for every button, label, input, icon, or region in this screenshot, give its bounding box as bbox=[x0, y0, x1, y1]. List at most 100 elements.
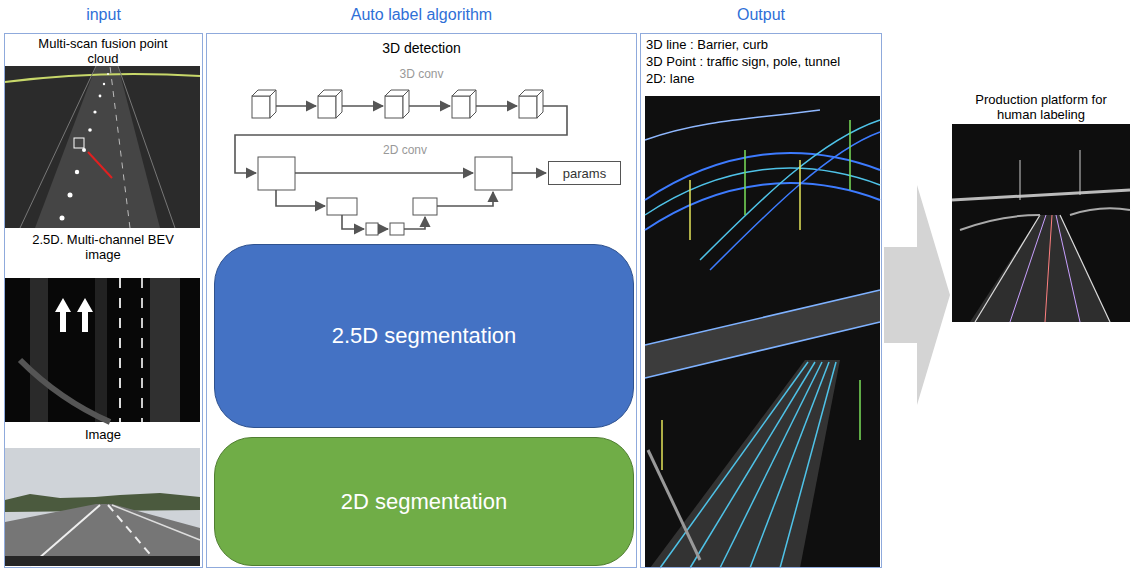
conv-arrows bbox=[476, 105, 517, 107]
conv-2d-diagram bbox=[327, 198, 357, 215]
label-holder: 2D conv bbox=[360, 143, 450, 157]
conv-2d-diagram bbox=[413, 198, 437, 215]
layer-label: 3D conv bbox=[206, 67, 637, 81]
conv-2d-diagram bbox=[475, 157, 512, 190]
point-cloud-image bbox=[5, 74, 200, 82]
bev-image bbox=[20, 360, 110, 422]
output-map-image bbox=[780, 362, 836, 568]
block-arrow bbox=[884, 185, 950, 405]
production-image bbox=[1060, 215, 1110, 322]
production-image bbox=[1010, 215, 1046, 322]
output-panel: Output 3D line : Barrier, curb3D Point : … bbox=[640, 0, 882, 569]
conv-arrows bbox=[295, 172, 473, 174]
bev-image bbox=[55, 298, 71, 332]
bev-image bbox=[77, 298, 93, 332]
output-map-image bbox=[645, 290, 880, 378]
production-image bbox=[960, 215, 1040, 230]
point-cloud-image bbox=[5, 66, 200, 228]
camera-image bbox=[5, 448, 200, 566]
point-cloud-image bbox=[88, 152, 112, 178]
conv-arrows bbox=[342, 215, 364, 229]
output-map-image bbox=[645, 183, 880, 230]
output-map-image bbox=[645, 110, 820, 140]
node-text: 2D segmentation bbox=[341, 489, 507, 515]
output-map-image bbox=[720, 362, 822, 568]
panel-border bbox=[4, 33, 203, 568]
conv-3d-diagram bbox=[403, 90, 409, 118]
conv-3d-diagram bbox=[270, 90, 276, 118]
process-box: 2D segmentation bbox=[214, 437, 634, 566]
bev-image bbox=[141, 278, 143, 422]
conv-3d-diagram bbox=[537, 90, 543, 118]
node-text: params bbox=[563, 166, 606, 181]
conv-2d-diagram bbox=[258, 157, 512, 235]
point-cloud-image bbox=[60, 216, 65, 221]
output-map-image bbox=[645, 96, 880, 568]
label-holder: 3D detection bbox=[206, 40, 637, 57]
output-map-image bbox=[660, 362, 808, 568]
conv-arrows bbox=[404, 217, 425, 229]
bev-image bbox=[5, 278, 200, 422]
point-cloud-image bbox=[107, 73, 109, 75]
point-cloud-image bbox=[5, 66, 200, 228]
production-image bbox=[1070, 208, 1130, 215]
conv-3d-diagram bbox=[452, 96, 470, 118]
point-cloud-image bbox=[74, 138, 84, 148]
output-map-image bbox=[710, 132, 880, 270]
conv-2d-diagram bbox=[366, 223, 378, 235]
column-heading: input bbox=[4, 5, 203, 25]
conv-arrows bbox=[276, 105, 316, 107]
point-cloud-image bbox=[110, 66, 130, 228]
production-image bbox=[952, 124, 1130, 322]
output-map-image bbox=[744, 150, 746, 215]
output-map-image bbox=[645, 168, 880, 215]
process-box: 2.5D segmentation bbox=[214, 244, 634, 428]
production-image bbox=[952, 190, 1130, 200]
conv-arrows bbox=[276, 190, 325, 206]
conv-arrows bbox=[342, 105, 383, 107]
production-image bbox=[970, 215, 1110, 322]
conv-arrows bbox=[235, 106, 567, 229]
bev-image bbox=[5, 278, 200, 422]
conv-arrows bbox=[437, 192, 493, 206]
output-map-image bbox=[799, 160, 801, 230]
camera-image bbox=[112, 505, 200, 540]
conv-3d-diagram bbox=[519, 96, 537, 118]
point-cloud-image bbox=[68, 193, 73, 198]
conv-arrows bbox=[378, 228, 388, 230]
node-text: Image bbox=[23, 427, 183, 442]
panel-border bbox=[640, 33, 882, 568]
node-text: 3D line : Barrier, curb bbox=[646, 36, 882, 53]
output-map-image bbox=[645, 322, 880, 378]
conv-arrows bbox=[409, 105, 450, 107]
node-text: Multi-scan fusion point cloud bbox=[23, 36, 183, 66]
camera-image bbox=[5, 448, 200, 566]
input-panel: inputMulti-scan fusion point cloud 2.5D. … bbox=[4, 0, 203, 569]
output-map-image bbox=[661, 420, 663, 470]
production-image bbox=[1045, 215, 1052, 322]
node-text: Production platform for human labeling bbox=[966, 92, 1116, 122]
bev-image bbox=[150, 278, 180, 422]
bev-image bbox=[30, 278, 48, 422]
conv-3d-diagram bbox=[252, 90, 543, 118]
point-cloud-image bbox=[99, 95, 102, 98]
conv-2d-diagram bbox=[390, 223, 404, 235]
camera-image bbox=[5, 556, 200, 566]
image-panel: 2.5D. Multi-channel BEV image bbox=[5, 230, 201, 423]
node-text: 3D Point : traffic sign, pole, tunnel bbox=[646, 53, 882, 70]
output-map-image bbox=[648, 450, 700, 560]
output-map-image bbox=[859, 380, 861, 440]
conv-arrows bbox=[512, 172, 546, 174]
point-cloud-image bbox=[35, 66, 160, 228]
output-map-image bbox=[700, 120, 880, 260]
bev-image bbox=[95, 278, 107, 422]
bev-image bbox=[119, 278, 121, 422]
conv-2d-diagram bbox=[258, 157, 295, 190]
production-image bbox=[975, 215, 1040, 322]
column-heading: Output bbox=[640, 5, 882, 25]
image-panel: Image bbox=[5, 424, 201, 568]
conv-3d-diagram bbox=[385, 96, 403, 118]
image-panel: Multi-scan fusion point cloud bbox=[5, 34, 201, 229]
section-label: 3D detection bbox=[206, 40, 637, 57]
algorithm-panel: Auto label algorithmparams2.5D segmentat… bbox=[206, 0, 637, 569]
